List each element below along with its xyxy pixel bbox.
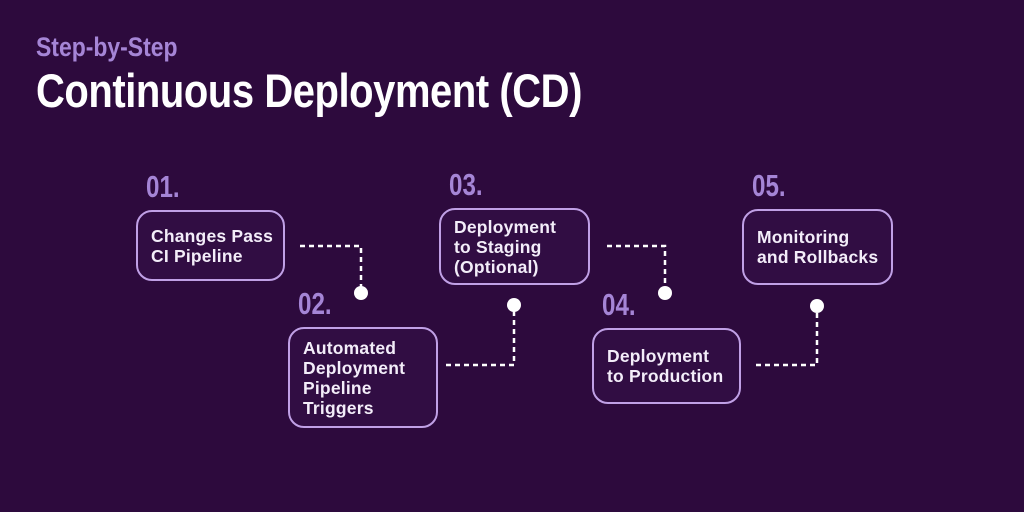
connector-step3-step4 bbox=[607, 244, 667, 293]
step-3-box: Deployment to Staging (Optional) bbox=[439, 208, 590, 285]
page-title: Continuous Deployment (CD) bbox=[36, 63, 678, 119]
connector-step4-step5 bbox=[756, 306, 819, 367]
step-4-box: Deployment to Production bbox=[592, 328, 741, 404]
header: Step-by-Step Continuous Deployment (CD) bbox=[36, 31, 678, 119]
connector-step2-step3 bbox=[446, 305, 516, 367]
step-5-number-text: 05. bbox=[752, 168, 786, 203]
connector-dot-step5 bbox=[810, 299, 824, 313]
step-5-number: 05. bbox=[752, 169, 893, 203]
step-4-label: Deployment to Production bbox=[607, 346, 724, 386]
step-5: 05. Monitoring and Rollbacks bbox=[742, 169, 893, 285]
step-2: 02. Automated Deployment Pipeline Trigge… bbox=[288, 287, 438, 428]
page-title-text: Continuous Deployment (CD) bbox=[36, 64, 582, 117]
subtitle-text: Step-by-Step bbox=[36, 32, 178, 62]
step-2-label: Automated Deployment Pipeline Triggers bbox=[303, 337, 406, 418]
step-3-label: Deployment to Staging (Optional) bbox=[454, 216, 557, 277]
step-4-number-text: 04. bbox=[602, 287, 636, 322]
step-1: 01. Changes Pass CI Pipeline bbox=[136, 170, 285, 281]
subtitle: Step-by-Step bbox=[36, 31, 678, 63]
step-1-number: 01. bbox=[146, 170, 285, 204]
step-2-number-text: 02. bbox=[298, 286, 332, 321]
step-3: 03. Deployment to Staging (Optional) bbox=[439, 168, 590, 285]
step-3-number-text: 03. bbox=[449, 167, 483, 202]
step-3-number: 03. bbox=[449, 168, 590, 202]
step-5-label: Monitoring and Rollbacks bbox=[757, 227, 879, 267]
step-1-number-text: 01. bbox=[146, 169, 180, 204]
step-5-box: Monitoring and Rollbacks bbox=[742, 209, 893, 285]
step-1-label: Changes Pass CI Pipeline bbox=[151, 225, 274, 266]
step-4: 04. Deployment to Production bbox=[592, 288, 741, 404]
step-4-number: 04. bbox=[602, 288, 741, 322]
step-2-number: 02. bbox=[298, 287, 438, 321]
step-1-box: Changes Pass CI Pipeline bbox=[136, 210, 285, 281]
step-2-box: Automated Deployment Pipeline Triggers bbox=[288, 327, 438, 428]
connector-dot-step3 bbox=[507, 298, 521, 312]
